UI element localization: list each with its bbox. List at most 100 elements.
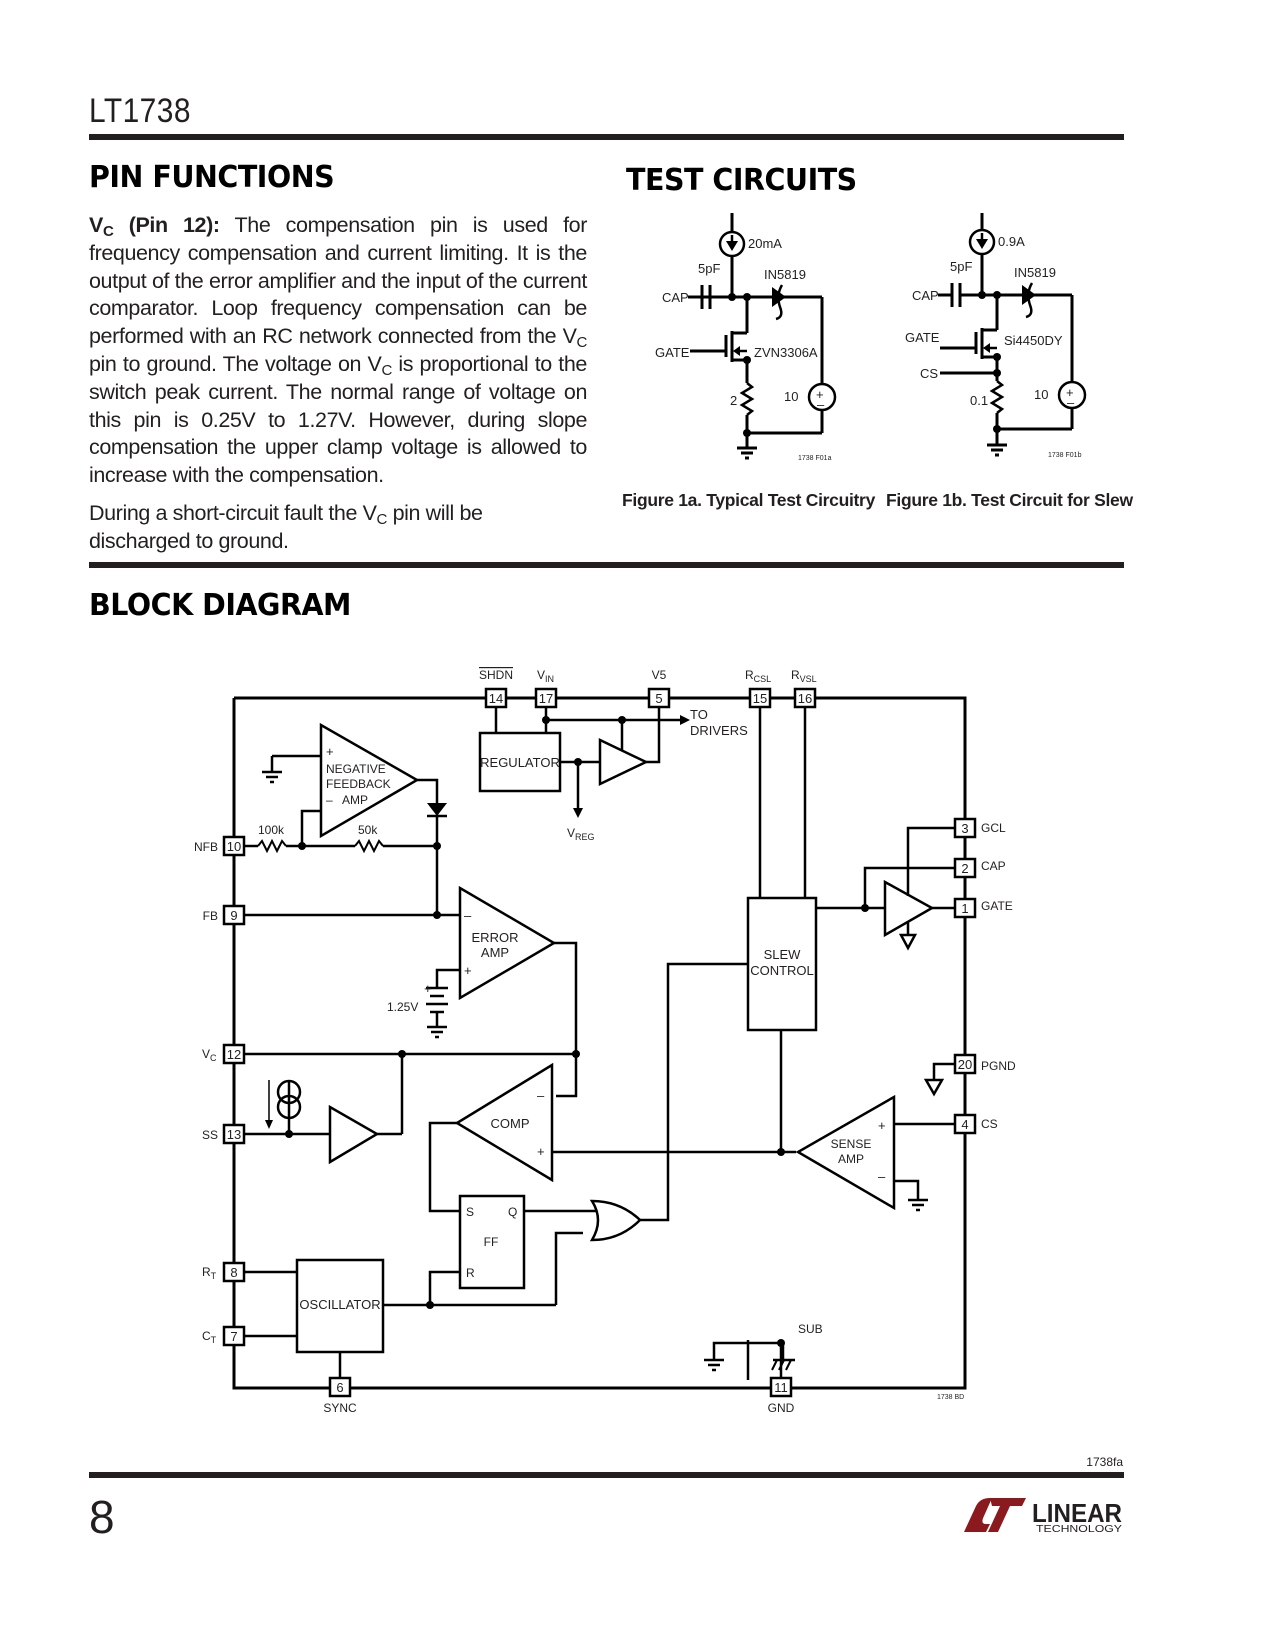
svg-text:VIN: VIN [537, 668, 554, 684]
svg-text:9: 9 [230, 908, 237, 923]
ff-r-label: R [466, 1266, 475, 1280]
svg-text:17: 17 [539, 691, 553, 706]
section-rule [89, 562, 1124, 568]
error-minus: – [464, 908, 472, 923]
nfa-minus: – [326, 793, 333, 807]
source-plus: + [816, 387, 824, 402]
svg-text:16: 16 [798, 691, 812, 706]
lt-logo-icon [964, 1498, 1026, 1532]
pin-8: 8 RT [202, 1261, 246, 1283]
error-plus: + [464, 963, 472, 978]
pin-5: 5V5 [647, 668, 671, 709]
block-diagram-heading: BLOCK DIAGRAM [89, 588, 351, 623]
ff-label: FF [484, 1235, 499, 1249]
pin-17: 17 VIN [534, 668, 558, 709]
resistor-50k: 50k [358, 823, 378, 837]
linear-technology-logo: LINEAR TECHNOLOGY [964, 1498, 1122, 1534]
to-drivers-label-2: DRIVERS [690, 723, 748, 738]
comp-minus: – [537, 1088, 545, 1103]
gate-pin-label: GATE [905, 330, 940, 345]
comp-label: COMP [491, 1116, 530, 1131]
comp-plus: + [537, 1144, 545, 1159]
figure-1a-caption: Figure 1a. Typical Test Circuitry [622, 490, 876, 510]
nfa-label-2: FEEDBACK [326, 777, 391, 791]
source-plus: + [1066, 385, 1074, 400]
svg-text:RCSL: RCSL [745, 668, 771, 684]
svg-text:8: 8 [230, 1265, 237, 1280]
logo-linear-text: LINEAR [1032, 1498, 1122, 1528]
nfa-label-3: AMP [342, 793, 368, 807]
sense-label-1: SENSE [831, 1137, 872, 1151]
vc-pin-label: VC (Pin 12): [89, 213, 220, 240]
mosfet-label: ZVN3306A [754, 345, 818, 360]
svg-text:12: 12 [227, 1047, 241, 1062]
resistor-100k: 100k [258, 823, 285, 837]
regulator-label: REGULATOR [480, 755, 560, 770]
page-number: 8 [89, 1491, 115, 1543]
svg-text:6: 6 [336, 1380, 343, 1395]
nfa-label-1: NEGATIVE [326, 762, 386, 776]
pin-4: 4 CS [953, 1113, 998, 1135]
svg-text:GND: GND [768, 1401, 795, 1415]
svg-text:5: 5 [655, 691, 662, 706]
svg-text:7: 7 [230, 1329, 237, 1344]
mosfet-label: Si4450DY [1004, 333, 1063, 348]
ref-voltage-label: 1.25V [387, 1000, 418, 1014]
svg-text:CT: CT [202, 1329, 217, 1345]
slew-label-2: CONTROL [750, 963, 814, 978]
svg-text:GCL: GCL [981, 821, 1006, 835]
source-minus: – [817, 397, 825, 412]
svg-text:1: 1 [961, 901, 968, 916]
figure-1b-caption: Figure 1b. Test Circuit for Slew [886, 490, 1133, 510]
resistor-label: 2 [730, 393, 737, 408]
test-circuits-heading: TEST CIRCUITS [626, 163, 857, 198]
svg-text:CAP: CAP [981, 859, 1006, 873]
svg-text:CS: CS [981, 1117, 998, 1131]
sense-plus: + [878, 1118, 886, 1133]
nfa-plus: + [326, 744, 334, 759]
source-label: 10 [1034, 387, 1048, 402]
logo-technology-text: TECHNOLOGY [1036, 1524, 1122, 1534]
cap-value-label: 5pF [698, 261, 720, 276]
diode-label: IN5819 [1014, 265, 1056, 280]
svg-text:RT: RT [202, 1265, 217, 1281]
svg-text:FB: FB [203, 909, 218, 923]
figure-code: 1738 F01b [1048, 452, 1082, 459]
diagram-code: 1738 BD [937, 1394, 964, 1401]
ff-q-label: Q [508, 1205, 517, 1219]
error-label-2: AMP [481, 945, 509, 960]
current-source-label: 20mA [748, 236, 782, 251]
cap-value-label: 5pF [950, 259, 972, 274]
cs-pin-label: CS [920, 366, 938, 381]
figure-1a-schematic: 20mA 5pF CAP IN5819 GATE ZVN3306A 2 10 +… [655, 213, 837, 462]
svg-text:13: 13 [227, 1127, 241, 1142]
svg-text:11: 11 [774, 1380, 788, 1395]
svg-text:VC: VC [202, 1047, 217, 1063]
current-source-label: 0.9A [998, 234, 1025, 249]
ff-s-label: S [466, 1205, 474, 1219]
footer-rule [89, 1472, 1124, 1478]
document-code: 1738fa [1086, 1455, 1123, 1469]
pin-7: 7 CT [202, 1325, 246, 1347]
sense-minus: – [878, 1169, 886, 1184]
svg-text:GATE: GATE [981, 899, 1013, 913]
svg-text:SHDN: SHDN [479, 668, 513, 682]
figure-code: 1738 F01a [798, 455, 832, 462]
oscillator-label: OSCILLATOR [299, 1297, 380, 1312]
resistor-label: 0.1 [970, 393, 988, 408]
svg-text:20: 20 [958, 1057, 972, 1072]
svg-text:4: 4 [961, 1117, 968, 1132]
